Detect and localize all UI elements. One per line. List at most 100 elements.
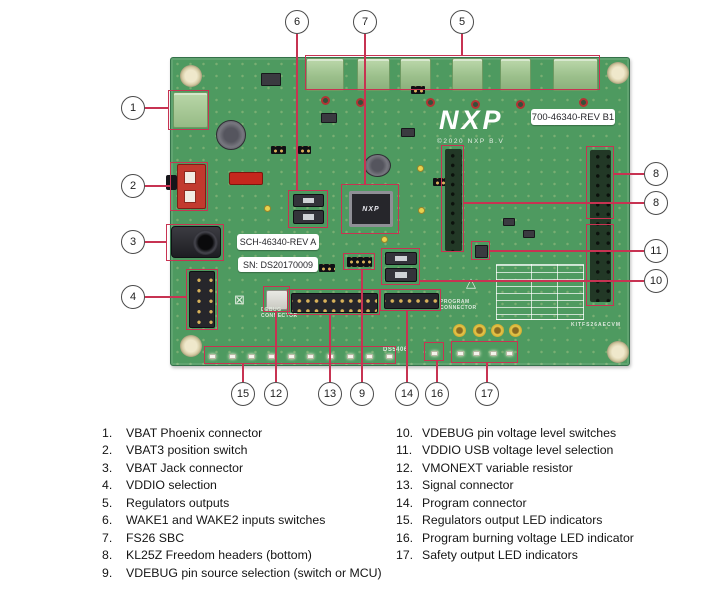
regulator-output-terminal — [357, 58, 390, 91]
legend-item-number: 9. — [102, 565, 113, 580]
signal-connector — [291, 293, 378, 313]
annotation-box-14 — [380, 289, 441, 311]
callout-6: 6 — [285, 10, 309, 34]
legend-item-number: 13. — [396, 478, 414, 493]
program-burning-led — [431, 348, 440, 358]
leader-line-6 — [296, 34, 298, 190]
legend-item-number: 6. — [102, 513, 113, 528]
led-indicator — [209, 353, 216, 359]
jumper — [433, 178, 447, 186]
fs26-sbc-chip: NXP — [349, 191, 393, 227]
legend-item-label: VDDIO USB voltage level selection — [422, 443, 614, 458]
test-point — [453, 324, 466, 337]
legend-item: 17.Safety output LED indicators — [396, 547, 634, 565]
led-indicator — [248, 353, 256, 359]
vddio-selection-header — [189, 271, 215, 328]
callout-14: 14 — [395, 382, 419, 406]
freedom-header-right — [590, 150, 611, 302]
leader-line-15 — [242, 364, 244, 382]
legend-item: 11.VDDIO USB voltage level selection — [396, 442, 634, 460]
vbat-jack-connector — [171, 226, 221, 258]
legend-item-number: 12. — [396, 460, 414, 475]
led-indicator — [385, 353, 393, 359]
annotation-box-8c — [441, 145, 464, 252]
legend-left-column: 1.VBAT Phoenix connector 2.VBAT3 positio… — [102, 424, 382, 582]
led-indicator — [267, 353, 275, 359]
callout-11: 11 — [644, 239, 668, 263]
legend-right-column: 10. VDEBUG pin voltage level switches 11.… — [396, 424, 634, 564]
leader-line-16 — [436, 361, 438, 382]
legend-item-label: VBAT3 position switch — [126, 443, 248, 458]
legend-item-label: Program connector — [422, 495, 527, 510]
jumper — [298, 146, 311, 154]
legend-item: 12.VMONEXT variable resistor — [396, 459, 634, 477]
legend-item-number: 7. — [102, 530, 113, 545]
legend-item-label: VDEBUG pin voltage level switches — [422, 425, 617, 440]
led-indicator — [307, 353, 315, 359]
legend-item-number: 1. — [102, 425, 113, 440]
board-rev-label: 700-46340-REV B1 — [531, 109, 615, 125]
legend-item-number: 16. — [396, 530, 414, 545]
vbat-phoenix-connector — [173, 92, 208, 128]
led-indicator — [431, 350, 438, 356]
led-indicator — [346, 353, 354, 359]
annotation-box-8a — [586, 146, 614, 219]
program-connector — [384, 293, 439, 309]
legend-item: 1.VBAT Phoenix connector — [102, 424, 382, 442]
callout-10: 10 — [644, 269, 668, 293]
led-indicator — [287, 353, 295, 359]
annotation-box-12 — [263, 286, 290, 312]
copyright-silkscreen: ©2020 NXP B.V — [437, 138, 505, 145]
test-point — [418, 207, 425, 214]
smd-component — [321, 113, 337, 123]
annotation-box-1 — [168, 90, 209, 130]
vbat3-position-switch — [177, 164, 206, 209]
jumper — [271, 146, 286, 154]
legend-item-number: 5. — [102, 495, 113, 510]
led-indicator — [457, 350, 464, 356]
legend-item: 3.VBAT Jack connector — [102, 459, 382, 477]
smd-component — [261, 73, 281, 86]
led-indicator — [489, 350, 497, 356]
vdebug-level-switch — [385, 268, 417, 282]
mounting-hole — [180, 65, 202, 87]
esd-triangle-icon: △ — [466, 275, 476, 290]
legend-item: 5.Regulators outputs — [102, 494, 382, 512]
led-indicator — [366, 353, 374, 359]
program-connector-silkscreen: PROGRAM CONNECTOR — [440, 299, 477, 311]
vdebug-source-jumper — [347, 257, 372, 267]
leader-line-7 — [364, 34, 366, 184]
callout-3: 3 — [121, 230, 145, 254]
legend-item-label: VDEBUG pin source selection (switch or M… — [126, 565, 382, 580]
test-pad — [321, 96, 330, 105]
legend-item: 2.VBAT3 position switch — [102, 442, 382, 460]
legend-item-label: VDDIO selection — [126, 478, 217, 493]
legend-item: 7.FS26 SBC — [102, 529, 382, 547]
vdebug-level-switch — [385, 252, 417, 265]
switch-slot — [184, 171, 196, 184]
annotation-box-16 — [424, 342, 444, 361]
red-capacitor — [229, 172, 263, 185]
test-point — [381, 236, 388, 243]
leader-line-5 — [461, 34, 463, 55]
callout-8b: 8 — [644, 191, 668, 215]
callout-9: 9 — [350, 382, 374, 406]
legend-item: 4.VDDIO selection — [102, 477, 382, 495]
legend-item-label: WAKE1 and WAKE2 inputs switches — [126, 513, 326, 528]
annotation-box-7 — [341, 184, 399, 234]
legend-item-number: 10. — [396, 425, 414, 440]
test-pad — [516, 100, 525, 109]
weee-icon: ⊠ — [234, 292, 245, 307]
leader-line-10 — [420, 280, 644, 282]
inductor — [364, 154, 391, 177]
regulator-output-terminal — [306, 58, 344, 91]
debug-connector-silkscreen: DEBUG CONNECTOR — [261, 307, 298, 319]
annotation-box-3 — [166, 224, 224, 261]
callout-7: 7 — [353, 10, 377, 34]
jumper — [319, 264, 335, 272]
leader-line-17 — [486, 363, 488, 382]
test-point — [509, 324, 522, 337]
test-point — [417, 165, 424, 172]
leader-line-1 — [145, 107, 168, 109]
